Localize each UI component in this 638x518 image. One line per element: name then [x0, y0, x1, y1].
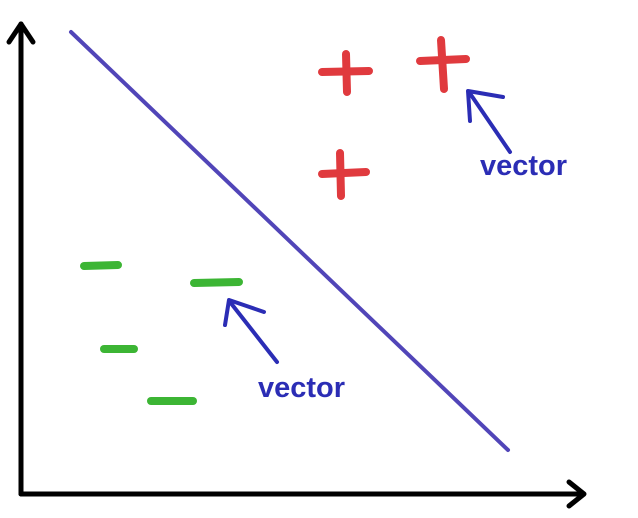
annotation-arrow-negative — [223, 298, 279, 364]
axes — [6, 21, 587, 509]
vector-label-positive: vector — [480, 150, 567, 182]
positive-marker — [318, 149, 370, 200]
x-axis-arrowhead — [566, 479, 587, 509]
positive-marker — [318, 50, 373, 96]
negative-marker — [190, 278, 243, 287]
annotation-arrow-positive — [466, 89, 512, 154]
negative-marker — [80, 261, 122, 270]
vector-label-negative: vector — [258, 372, 345, 404]
positive-marker — [416, 36, 470, 93]
y-axis-arrowhead — [6, 21, 36, 45]
positive-class — [318, 36, 470, 200]
negative-class — [80, 261, 243, 405]
separating-hyperplane — [69, 30, 510, 452]
